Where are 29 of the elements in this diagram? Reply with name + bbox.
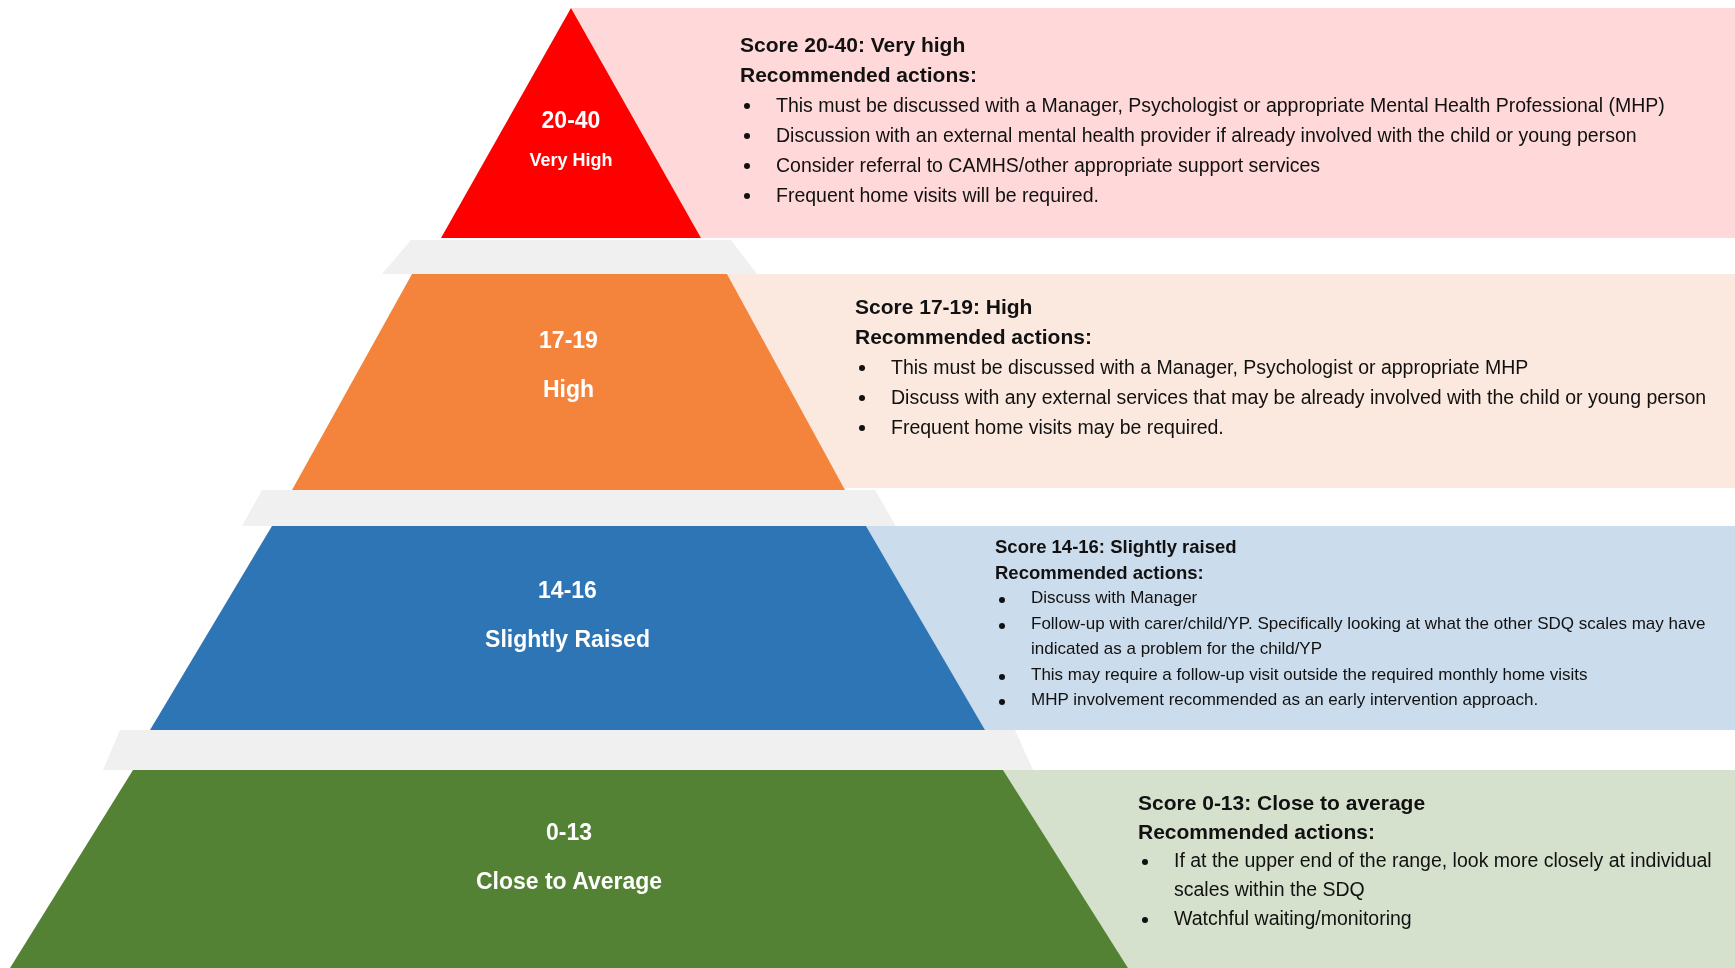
score-range: 17-19 [539, 327, 598, 354]
panel-subheading: Recommended actions: [1138, 819, 1376, 845]
bullet-item: Discussion with an external mental health provider if already involved with the child or young person [776, 123, 1637, 148]
bullet-item: Consider referral to CAMHS/other appropriate support services [776, 153, 1321, 178]
bullet-item: Watchful waiting/monitoring [1174, 906, 1412, 931]
bullet-item: This must be discussed with a Manager, Psychologist or appropriate MHP [891, 355, 1529, 380]
panel-heading: Score 17-19: High [855, 294, 1034, 320]
tier-label: Very High [529, 150, 613, 171]
bullet-item: This may require a follow-up visit outside the required monthly home visits [1031, 663, 1588, 686]
bullet-item: Discuss with Manager [1031, 587, 1198, 609]
bullet-item: Frequent home visits will be required. [776, 183, 1099, 208]
bullet-item: Discuss with any external services that may be already involved with the child or young person [891, 385, 1707, 410]
bullet-item: If at the upper end of the range, look more closely at individual scales within the SDQ [1174, 848, 1713, 902]
panel-subheading: Recommended actions: [855, 324, 1093, 350]
tier-label: Slightly Raised [485, 626, 650, 653]
bullet-item: This must be discussed with a Manager, Psychologist or appropriate Mental Health Professional (MHP) [776, 93, 1665, 118]
bullet-item: Frequent home visits may be required. [891, 415, 1224, 440]
score-range: 14-16 [538, 577, 597, 604]
score-range: 0-13 [545, 819, 592, 846]
bullet-item: Follow-up with carer/child/YP. Specifically looking at what the other SDQ scales may have indicated as a problem for the child/YP [1031, 612, 1707, 660]
tier-label: High [542, 376, 595, 403]
panel-heading: Score 0-13: Close to average [1138, 790, 1427, 816]
panel-subheading: Recommended actions: [995, 560, 1205, 585]
bullet-item: MHP involvement recommended as an early intervention approach. [1031, 689, 1539, 711]
panel-subheading: Recommended actions: [740, 62, 978, 88]
panel-heading: Score 20-40: Very high [740, 32, 967, 58]
panel-heading: Score 14-16: Slightly raised [995, 535, 1238, 559]
tier-label: Close to Average [475, 868, 663, 895]
score-range: 20-40 [541, 107, 601, 134]
